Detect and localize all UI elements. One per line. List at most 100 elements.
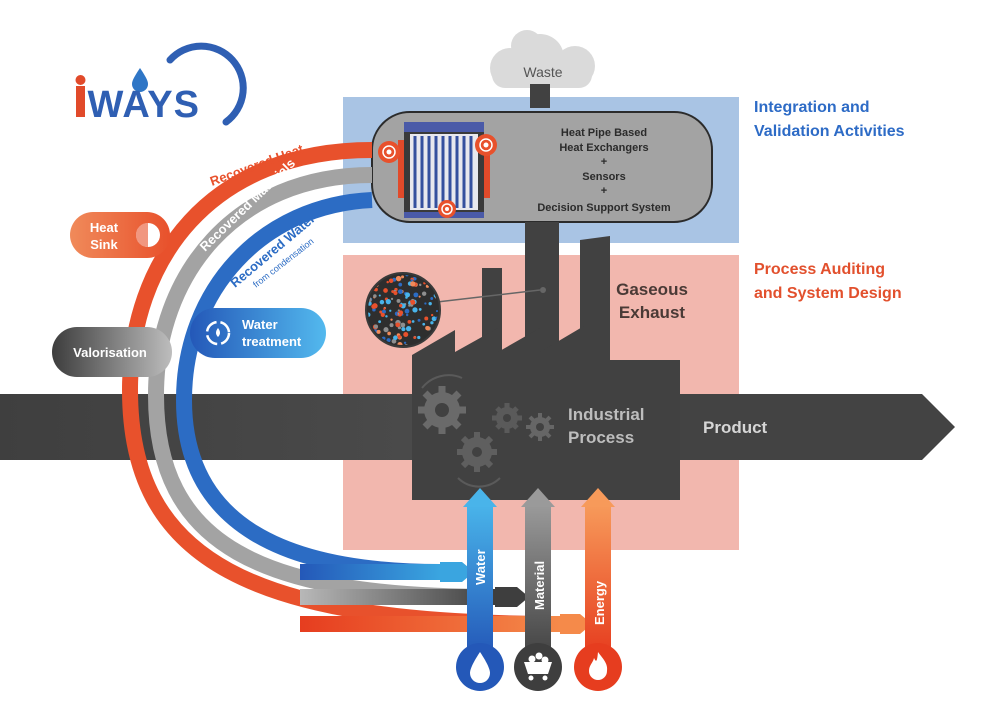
- particle: [378, 320, 382, 324]
- particle: [424, 302, 427, 305]
- particle: [407, 320, 412, 324]
- gear-icon: [526, 413, 554, 441]
- waste-cloud: [490, 30, 595, 88]
- particle: [381, 309, 386, 314]
- particle: [383, 307, 386, 310]
- particle: [405, 326, 412, 332]
- particle: [393, 335, 398, 341]
- logo-text: iWAYS: [76, 84, 200, 126]
- particle: [410, 299, 416, 305]
- exhaust-line2: Exhaust: [619, 303, 685, 322]
- particle: [413, 292, 419, 298]
- process-line1: Industrial: [568, 405, 645, 424]
- particle: [401, 275, 405, 279]
- recovered-water-arc: [175, 192, 441, 580]
- particle: [405, 275, 409, 277]
- particle: [397, 335, 402, 339]
- lens-pointer-dot: [540, 287, 546, 293]
- particle: [387, 331, 391, 336]
- mining-cart-icon: [524, 652, 552, 681]
- water-treatment-line1: Water: [242, 317, 278, 332]
- water-arrowhead: [440, 562, 474, 582]
- particle: [386, 338, 391, 343]
- particle: [383, 288, 388, 293]
- particle: [403, 331, 409, 337]
- particle: [418, 295, 421, 298]
- particle: [412, 307, 418, 313]
- hx-line1: Heat Pipe Based: [561, 127, 647, 139]
- recovered-materials-arc: [147, 167, 496, 605]
- hx-description: Heat Pipe Based Heat Exchangers + Sensor…: [537, 127, 670, 214]
- gear-icon: [418, 386, 466, 434]
- particle: [411, 320, 415, 323]
- heat-sink-line1: Heat: [90, 220, 119, 235]
- water-input: Water: [456, 488, 504, 691]
- particle: [376, 329, 381, 334]
- particle: [378, 294, 381, 297]
- particle: [389, 323, 394, 328]
- particle: [430, 321, 434, 325]
- product-band-left: [0, 394, 412, 460]
- particle: [428, 301, 432, 306]
- particle: [396, 298, 401, 303]
- energy-input: Energy: [574, 488, 622, 691]
- particle: [399, 303, 403, 308]
- auditing-title-line1: Process Auditing: [754, 261, 885, 278]
- product-band-arrow: [680, 394, 955, 460]
- particle: [425, 326, 431, 331]
- particle: [418, 283, 422, 287]
- particle: [373, 294, 377, 298]
- logo-swirl: [166, 42, 247, 126]
- iways-logo: iWAYS: [75, 42, 247, 126]
- particle: [383, 327, 389, 333]
- particle: [401, 327, 406, 332]
- particle: [422, 322, 426, 326]
- recycle-icon: [205, 320, 231, 346]
- hx-line3: Sensors: [582, 171, 625, 183]
- process-line2: Process: [568, 428, 634, 447]
- particle: [398, 310, 404, 315]
- particle-lens: [365, 272, 441, 348]
- particle: [398, 282, 403, 287]
- valorisation-pill: Valorisation: [52, 327, 172, 377]
- hx-plus1: +: [601, 156, 607, 168]
- process-label: Industrial Process: [568, 405, 645, 447]
- particle: [403, 341, 407, 344]
- water-input-label: Water: [473, 549, 488, 585]
- particle: [395, 275, 402, 282]
- hx-plus2: +: [601, 185, 607, 197]
- gear-arc: [421, 374, 463, 389]
- water-drop-icon: [470, 652, 490, 683]
- energy-input-label: Energy: [592, 580, 607, 625]
- waste-pipe: [530, 84, 550, 108]
- particle: [390, 318, 393, 321]
- product-label: Product: [703, 418, 768, 437]
- gear-arc: [457, 477, 501, 488]
- particle: [388, 278, 394, 283]
- particle: [400, 322, 406, 328]
- heat-arc-tail: [300, 616, 560, 632]
- particle: [404, 308, 410, 314]
- water-treatment-line2: treatment: [242, 334, 302, 349]
- exhaust-line1: Gaseous: [616, 280, 688, 299]
- particle: [431, 316, 437, 322]
- particle: [417, 335, 421, 340]
- heat-sink-pill: Heat Sink: [70, 212, 170, 258]
- material-input: Material: [514, 488, 562, 691]
- particle: [395, 322, 401, 328]
- sensor-icon: [378, 141, 400, 163]
- particle: [391, 290, 395, 293]
- material-input-label: Material: [532, 561, 547, 610]
- particle: [431, 313, 434, 317]
- particle: [410, 281, 416, 287]
- hx-line2: Heat Exchangers: [559, 142, 648, 154]
- particle: [421, 291, 427, 296]
- particle: [385, 315, 388, 318]
- particle: [393, 290, 398, 296]
- particle: [386, 280, 389, 284]
- material-arrowhead: [495, 587, 529, 607]
- sensor-icon: [438, 200, 456, 218]
- particle: [405, 292, 411, 298]
- auditing-title-line2: and System Design: [754, 285, 902, 302]
- particle: [418, 308, 422, 311]
